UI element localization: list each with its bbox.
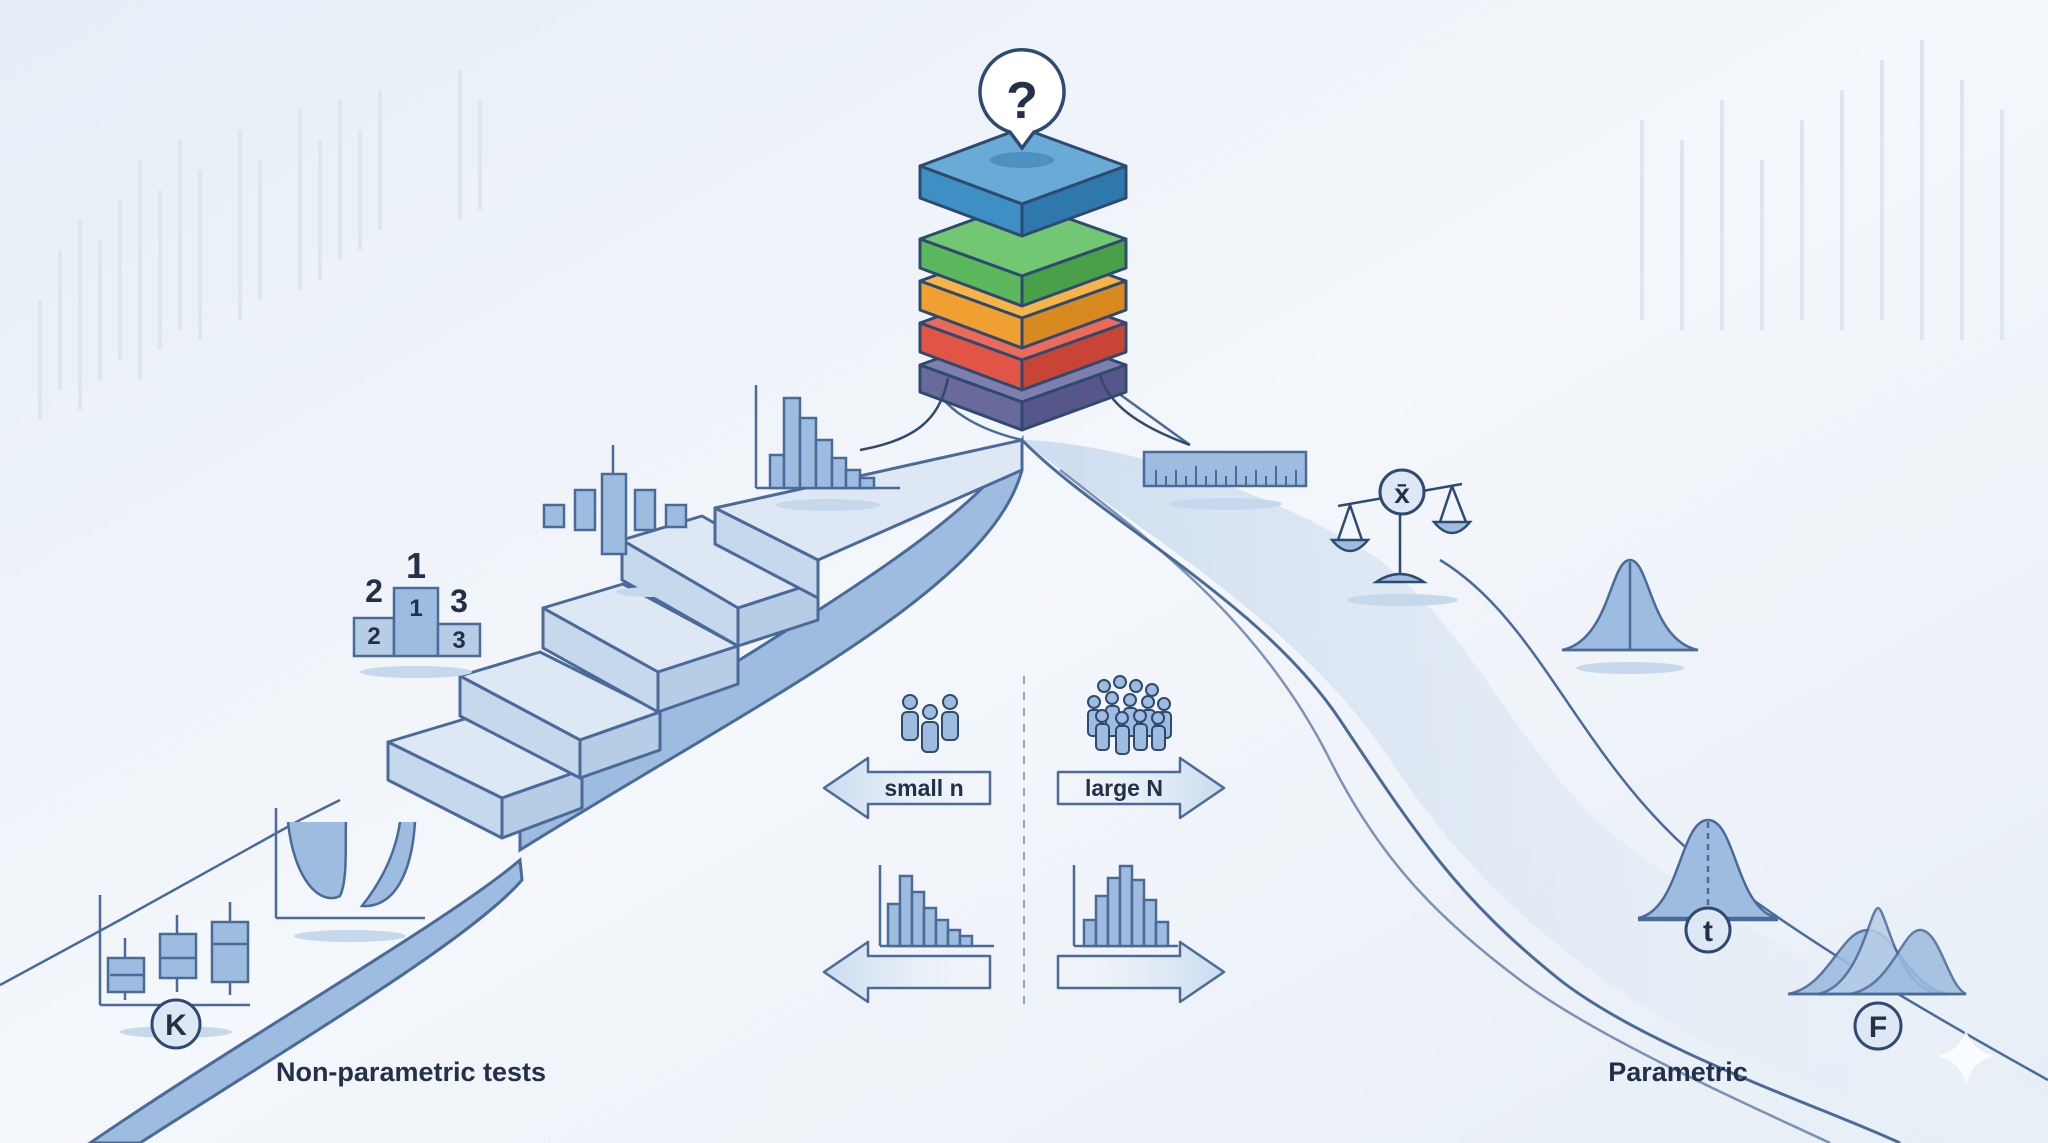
parametric-label: Parametric [1608,1057,1748,1087]
balance-scale-icon [1329,482,1473,606]
layer-stack [859,126,1191,452]
f-badge-label: F [1869,1011,1887,1044]
podium-block-label-1: 1 [409,595,422,622]
t-badge: t [1684,906,1732,954]
question-shadow [990,152,1054,168]
f-badge: F [1853,1001,1903,1051]
skewed-left-arrow [822,940,992,1004]
background-bars-left [38,70,482,420]
center-symmetric-histogram-icon [1072,864,1178,948]
kruskal-badge: K [120,998,232,1050]
podium-top-label-1: 1 [406,545,426,586]
question-bubble: ? [978,48,1066,151]
nonparametric-label: Non-parametric tests [276,1057,546,1087]
kruskal-boxplots-icon [98,895,250,1007]
ruler-icon [1142,450,1308,510]
small-n-arrow: small n [822,756,992,820]
podium-icon: 2 1 3 2 1 3 [352,545,482,678]
mean-badge: x̄ [1378,468,1426,516]
large-n-label: large N [1085,775,1163,801]
boxplot-icon [542,445,688,597]
large-group-people-icon [1087,675,1172,755]
large-n-arrow: large N [1056,756,1226,820]
normal-curve-icon [1561,558,1699,674]
u-shape-distribution-icon [274,808,425,942]
podium-block-label-2: 2 [367,623,380,650]
t-badge-label: t [1703,915,1713,948]
center-skewed-histogram-icon [878,865,994,948]
podium-block-label-3: 3 [452,627,465,654]
question-mark: ? [1006,72,1038,130]
kruskal-badge-label: K [165,1009,187,1042]
f-distribution-icon [1787,906,1967,996]
skewed-histogram-icon [754,385,900,511]
podium-top-label-3: 3 [450,583,468,619]
small-group-people-icon [901,694,959,753]
small-n-label: small n [884,775,963,801]
t-distribution-icon [1637,818,1779,922]
background-dots-right [1640,40,2004,340]
mean-badge-label: x̄ [1394,478,1410,509]
podium-top-label-2: 2 [365,573,383,609]
sparkle-icon [1938,1028,1994,1086]
symmetric-right-arrow [1056,940,1226,1004]
staircase [386,438,1024,840]
